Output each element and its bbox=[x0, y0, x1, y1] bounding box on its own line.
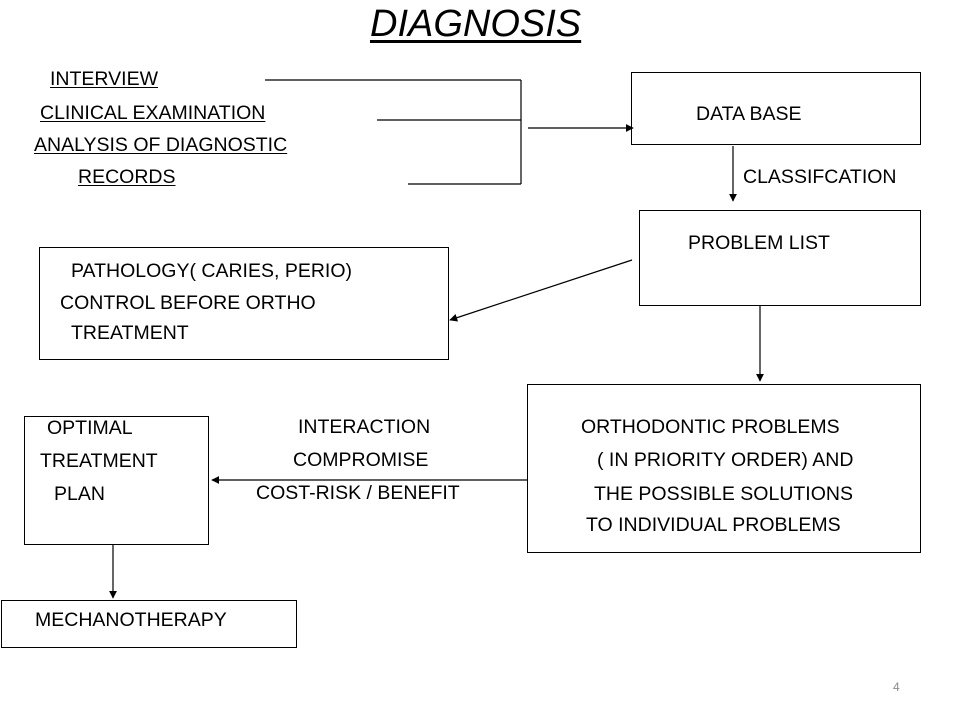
pathology-line1: PATHOLOGY( CARIES, PERIO) bbox=[71, 260, 352, 282]
pathology-line3: TREATMENT bbox=[71, 322, 189, 344]
orthodontic-problems-box: ORTHODONTIC PROBLEMS ( IN PRIORITY ORDER… bbox=[527, 384, 921, 553]
mechanotherapy-box: MECHANOTHERAPY bbox=[1, 600, 297, 648]
page-title: DIAGNOSIS bbox=[370, 3, 582, 45]
orthodontic-line4: TO INDIVIDUAL PROBLEMS bbox=[586, 514, 841, 536]
interaction-line3: COST-RISK / BENEFIT bbox=[256, 482, 460, 504]
pathology-box: PATHOLOGY( CARIES, PERIO) CONTROL BEFORE… bbox=[39, 247, 449, 360]
optimal-plan-line3: PLAN bbox=[54, 483, 105, 505]
orthodontic-line1: ORTHODONTIC PROBLEMS bbox=[581, 416, 840, 438]
orthodontic-line3: THE POSSIBLE SOLUTIONS bbox=[594, 483, 853, 505]
input-interview: INTERVIEW bbox=[50, 68, 158, 90]
optimal-plan-line2: TREATMENT bbox=[40, 450, 158, 472]
mechanotherapy-label: MECHANOTHERAPY bbox=[35, 609, 227, 631]
input-analysis-line2: RECORDS bbox=[78, 166, 176, 188]
arrow-to-pathology bbox=[449, 259, 633, 322]
interaction-line2: COMPROMISE bbox=[293, 449, 429, 471]
page-number: 4 bbox=[893, 680, 900, 694]
input-analysis-line1: ANALYSIS OF DIAGNOSTIC bbox=[34, 134, 288, 156]
optimal-plan-box: OPTIMAL TREATMENT PLAN bbox=[24, 416, 209, 545]
problem-list-box: PROBLEM LIST bbox=[639, 210, 921, 306]
interaction-line1: INTERACTION bbox=[298, 416, 431, 438]
database-box: DATA BASE bbox=[631, 72, 921, 145]
database-label: DATA BASE bbox=[696, 103, 802, 125]
input-clinical-examination: CLINICAL EXAMINATION bbox=[40, 102, 266, 124]
problem-list-label: PROBLEM LIST bbox=[688, 232, 830, 254]
orthodontic-line2: ( IN PRIORITY ORDER) AND bbox=[597, 449, 854, 471]
classification-label: CLASSIFCATION bbox=[743, 166, 897, 188]
pathology-line2: CONTROL BEFORE ORTHO bbox=[60, 292, 316, 314]
optimal-plan-line1: OPTIMAL bbox=[47, 417, 133, 439]
